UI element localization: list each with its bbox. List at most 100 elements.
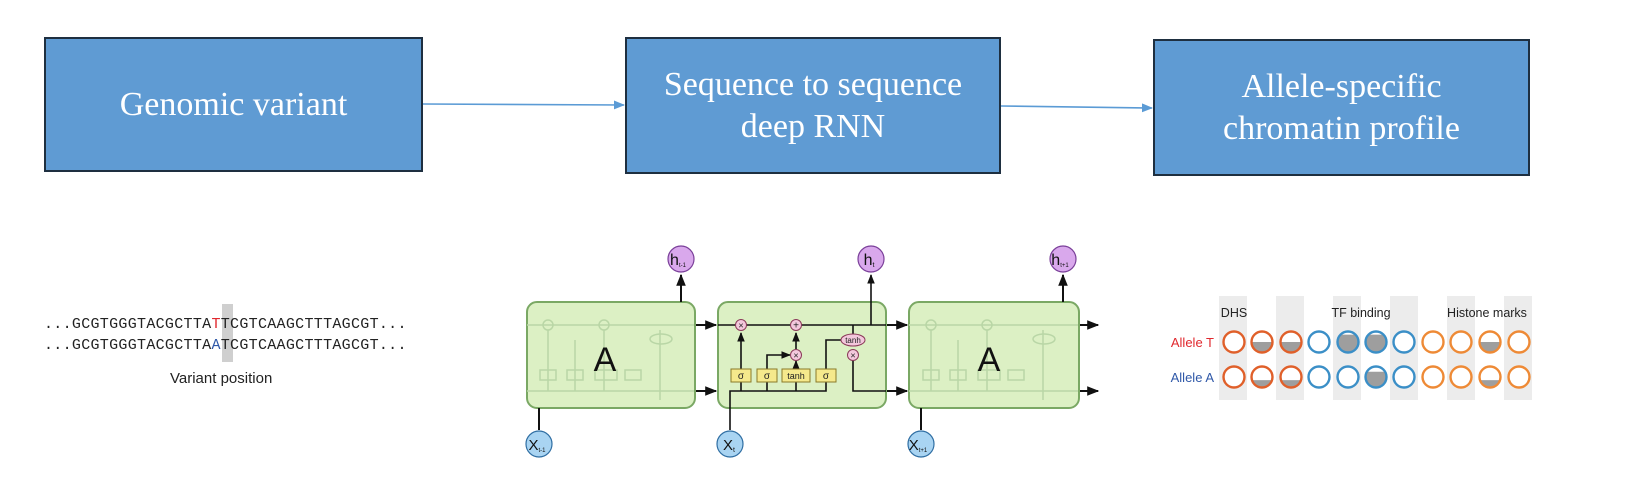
sequence-line-2: ...GCGTGGGTACGCTTAATCGTCAAGCTTTAGCGT... xyxy=(44,337,407,354)
column-label-tf-binding: TF binding xyxy=(1331,306,1390,320)
allele-a-signal-circle-5 xyxy=(1336,365,1360,389)
seq2-suffix: TCGTCAAGCTTTAGCGT... xyxy=(220,337,407,354)
allele-a-signal-circle-3 xyxy=(1279,365,1303,389)
chromatin-label-line1: Allele-specific xyxy=(1241,67,1442,105)
seq1-prefix: ...GCGTGGGTACGCTTA xyxy=(44,316,212,333)
lstm-cell-right xyxy=(908,273,1080,430)
hidden-right-letter: h xyxy=(1051,252,1060,269)
chromatin-label-line2: chromatin profile xyxy=(1223,109,1460,147)
allele-a-signal-circle-10 xyxy=(1478,365,1502,389)
signal-fill xyxy=(1280,380,1302,388)
allele-a-signal-circle-2 xyxy=(1250,365,1274,389)
input-left-sub: t-1 xyxy=(539,448,547,454)
signal-fill xyxy=(1365,334,1387,353)
allele-t-signal-circle-2 xyxy=(1250,330,1274,354)
svg-text:ht-1: ht-1 xyxy=(670,252,687,269)
sequence-line-1: ...GCGTGGGTACGCTTATTCGTCAAGCTTTAGCGT... xyxy=(44,316,407,333)
gate-sigma-2: σ xyxy=(764,371,771,382)
allele-a-signal-circle-11 xyxy=(1507,365,1531,389)
variant-highlight xyxy=(222,304,233,362)
cell-label-left: A xyxy=(594,341,617,379)
op-forget-times: × xyxy=(738,321,743,331)
svg-text:ht: ht xyxy=(864,252,875,269)
seq2seq-label-line2: deep RNN xyxy=(740,107,886,145)
genomic-variant-label: Genomic variant xyxy=(119,85,348,123)
op-tanh: tanh xyxy=(845,336,861,345)
svg-text:Xt: Xt xyxy=(723,437,735,454)
hidden-mid-sub: t xyxy=(872,262,874,269)
allele-t-signal-circle-10 xyxy=(1478,330,1502,354)
seq2seq-label-line1: Sequence to sequence xyxy=(663,65,963,103)
flow-arrow-1 xyxy=(422,100,626,110)
op-input-times: × xyxy=(793,351,798,361)
gate-sigma-1: σ xyxy=(738,371,745,382)
input-mid-sub: t xyxy=(733,447,735,454)
svg-text:Xt-1: Xt-1 xyxy=(528,437,546,454)
input-node-middle: Xt xyxy=(716,430,744,458)
column-label-histone-marks: Histone marks xyxy=(1447,306,1527,320)
gate-tanh: tanh xyxy=(787,371,805,381)
hidden-left-sub: t-1 xyxy=(679,263,687,269)
input-left-letter: X xyxy=(528,437,538,454)
op-output-times: × xyxy=(850,351,855,361)
allele-a-signal-circle-7 xyxy=(1392,365,1416,389)
lstm-chain xyxy=(694,320,1100,396)
allele-t-signal-circle-3 xyxy=(1279,330,1303,354)
allele-t-signal-circle-1 xyxy=(1222,330,1246,354)
row-label-allele-a: Allele A xyxy=(1171,370,1215,385)
allele-t-signal-circle-9 xyxy=(1449,330,1473,354)
signal-fill xyxy=(1479,342,1501,353)
seq1-suffix: TCGTCAAGCTTTAGCGT... xyxy=(220,316,407,333)
column-label-dhs: DHS xyxy=(1221,306,1247,320)
allele-a-signal-circle-1 xyxy=(1222,365,1246,389)
allele-a-signal-circle-6 xyxy=(1364,365,1388,389)
allele-t-signal-circle-6 xyxy=(1364,330,1388,354)
input-right-letter: X xyxy=(909,437,919,454)
input-node-right: Xt+1 xyxy=(907,430,935,458)
allele-t-signal-circle-5 xyxy=(1336,330,1360,354)
signal-fill xyxy=(1251,342,1273,353)
genomic-variant-box: Genomic variant xyxy=(44,37,423,172)
gates-middle: σ σ tanh σ xyxy=(730,368,837,383)
allele-a-signal-circle-9 xyxy=(1449,365,1473,389)
allele-a-signal-circle-8 xyxy=(1421,365,1445,389)
variant-position-caption: Variant position xyxy=(170,370,273,387)
signal-fill xyxy=(1365,371,1387,388)
seq1-variant-base: T xyxy=(211,316,221,333)
cell-label-right: A xyxy=(978,341,1001,379)
input-node-left: Xt-1 xyxy=(525,430,553,458)
lstm-cell-middle: σ σ tanh σ × + × tanh × xyxy=(717,274,887,430)
pointwise-ops: × + × tanh × xyxy=(735,319,866,361)
hidden-left-letter: h xyxy=(670,252,679,269)
row-label-allele-t: Allele T xyxy=(1171,335,1214,350)
input-mid-letter: X xyxy=(723,437,733,454)
chromatin-profile-box: Allele-specific chromatin profile xyxy=(1153,39,1530,176)
allele-t-signal-circle-8 xyxy=(1421,330,1445,354)
allele-a-signal-circle-4 xyxy=(1307,365,1331,389)
hidden-mid-letter: h xyxy=(864,252,873,269)
seq2-variant-base: A xyxy=(211,337,221,354)
signal-fill xyxy=(1280,342,1302,353)
lstm-cell-left xyxy=(526,273,696,430)
hidden-node-left: ht-1 xyxy=(667,245,695,273)
svg-text:ht+1: ht+1 xyxy=(1051,252,1069,269)
signal-fill xyxy=(1337,334,1359,353)
allele-t-signal-circle-11 xyxy=(1507,330,1531,354)
flow-arrow-2 xyxy=(1000,103,1154,113)
op-plus: + xyxy=(793,321,799,332)
seq2seq-rnn-box: Sequence to sequence deep RNN xyxy=(625,37,1001,174)
chromatin-profile-grid: DHS TF binding Histone marks Allele T Al… xyxy=(1171,296,1532,400)
allele-t-signal-circle-4 xyxy=(1307,330,1331,354)
svg-text:Xt+1: Xt+1 xyxy=(909,437,928,454)
input-right-sub: t+1 xyxy=(919,448,928,454)
gate-sigma-3: σ xyxy=(823,371,830,382)
allele-t-signal-circle-7 xyxy=(1392,330,1416,354)
seq2-prefix: ...GCGTGGGTACGCTTA xyxy=(44,337,212,354)
signal-fill xyxy=(1479,380,1501,388)
signal-fill xyxy=(1251,380,1273,388)
hidden-node-right: ht+1 xyxy=(1049,245,1077,273)
hidden-right-sub: t+1 xyxy=(1060,263,1069,269)
hidden-node-middle: ht xyxy=(857,245,885,273)
